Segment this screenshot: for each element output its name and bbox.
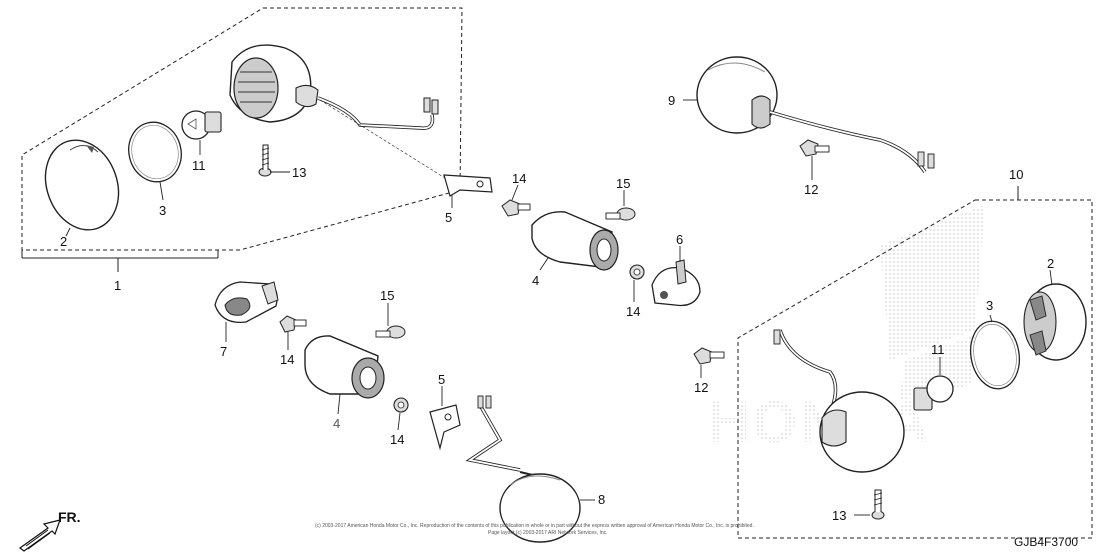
- callout-14-upper: 14: [512, 171, 526, 186]
- callout-12-lower: 12: [694, 380, 708, 395]
- rear-bracket: [651, 259, 701, 307]
- callout-2-right: 2: [1047, 256, 1054, 271]
- bolt-15-lower: [375, 325, 406, 339]
- callout-5-lower: 5: [438, 372, 445, 387]
- front-direction-label: FR.: [58, 509, 81, 525]
- turn-signal-rear-right: [696, 56, 935, 174]
- callout-15-lower: 15: [380, 288, 394, 303]
- callout-3-right: 3: [986, 298, 993, 313]
- callout-brackets: [21, 186, 1019, 272]
- group-box-left-turn-signal: [21, 7, 463, 251]
- turn-signal-rear-left: [465, 395, 581, 543]
- socket-housing-left: [229, 44, 439, 130]
- nut-lower: [393, 397, 409, 413]
- watermark-wing: [880, 205, 985, 400]
- callout-8: 8: [598, 492, 605, 507]
- rear-bracket-7: [214, 281, 279, 324]
- callout-2-left: 2: [60, 234, 67, 249]
- lens-right: [1023, 283, 1087, 361]
- socket-housing-right: [773, 329, 905, 473]
- callout-14-lower: 14: [390, 432, 404, 447]
- bolt-mid-left: [279, 315, 307, 333]
- callout-4-lower: 4: [333, 416, 340, 431]
- callout-3-left: 3: [159, 203, 166, 218]
- stay-upper: [531, 211, 619, 271]
- bulb-left: [181, 110, 222, 140]
- callout-14-mid-left: 14: [280, 352, 294, 367]
- bolt-12-lower: [693, 347, 725, 365]
- callout-13-right: 13: [832, 508, 846, 523]
- front-direction-arrow: [18, 519, 61, 552]
- tapping-screw-left: [258, 144, 272, 177]
- callout-11-right: 11: [931, 342, 945, 357]
- copyright-line-2: Page layout (c) 2003-2017 ARI Network Se…: [488, 530, 608, 536]
- callout-15-upper: 15: [616, 176, 630, 191]
- bracket-upper: [319, 99, 493, 197]
- lens-left: [44, 139, 120, 231]
- callout-4-upper: 4: [532, 273, 539, 288]
- callout-7: 7: [220, 344, 227, 359]
- diagram-part-code: GJB4F3700: [1014, 535, 1078, 549]
- copyright-line-1: (c) 2003-2017 American Honda Motor Co., …: [315, 523, 754, 529]
- leader-lines: [65, 99, 1053, 516]
- seal-ring-right: [969, 320, 1021, 390]
- callout-6: 6: [676, 232, 683, 247]
- callout-11-left: 11: [192, 158, 206, 173]
- callout-1: 1: [114, 278, 121, 293]
- bracket-lower: [429, 404, 461, 451]
- group-box-right-turn-signal: [737, 199, 1093, 539]
- callout-14-upper-right: 14: [626, 304, 640, 319]
- callout-10: 10: [1009, 167, 1023, 182]
- bolt-15-upper: [605, 207, 636, 221]
- callout-9: 9: [668, 93, 675, 108]
- nut-upper: [629, 264, 645, 280]
- callout-13-left: 13: [292, 165, 306, 180]
- callout-5-upper: 5: [445, 210, 452, 225]
- stay-lower: [304, 335, 385, 399]
- tapping-screw-right: [871, 489, 885, 520]
- bulb-right: [913, 375, 954, 411]
- seal-ring-left: [128, 121, 182, 183]
- bolt-upper: [501, 199, 531, 217]
- callout-12-upper: 12: [804, 182, 818, 197]
- bolt-12-upper: [799, 139, 830, 157]
